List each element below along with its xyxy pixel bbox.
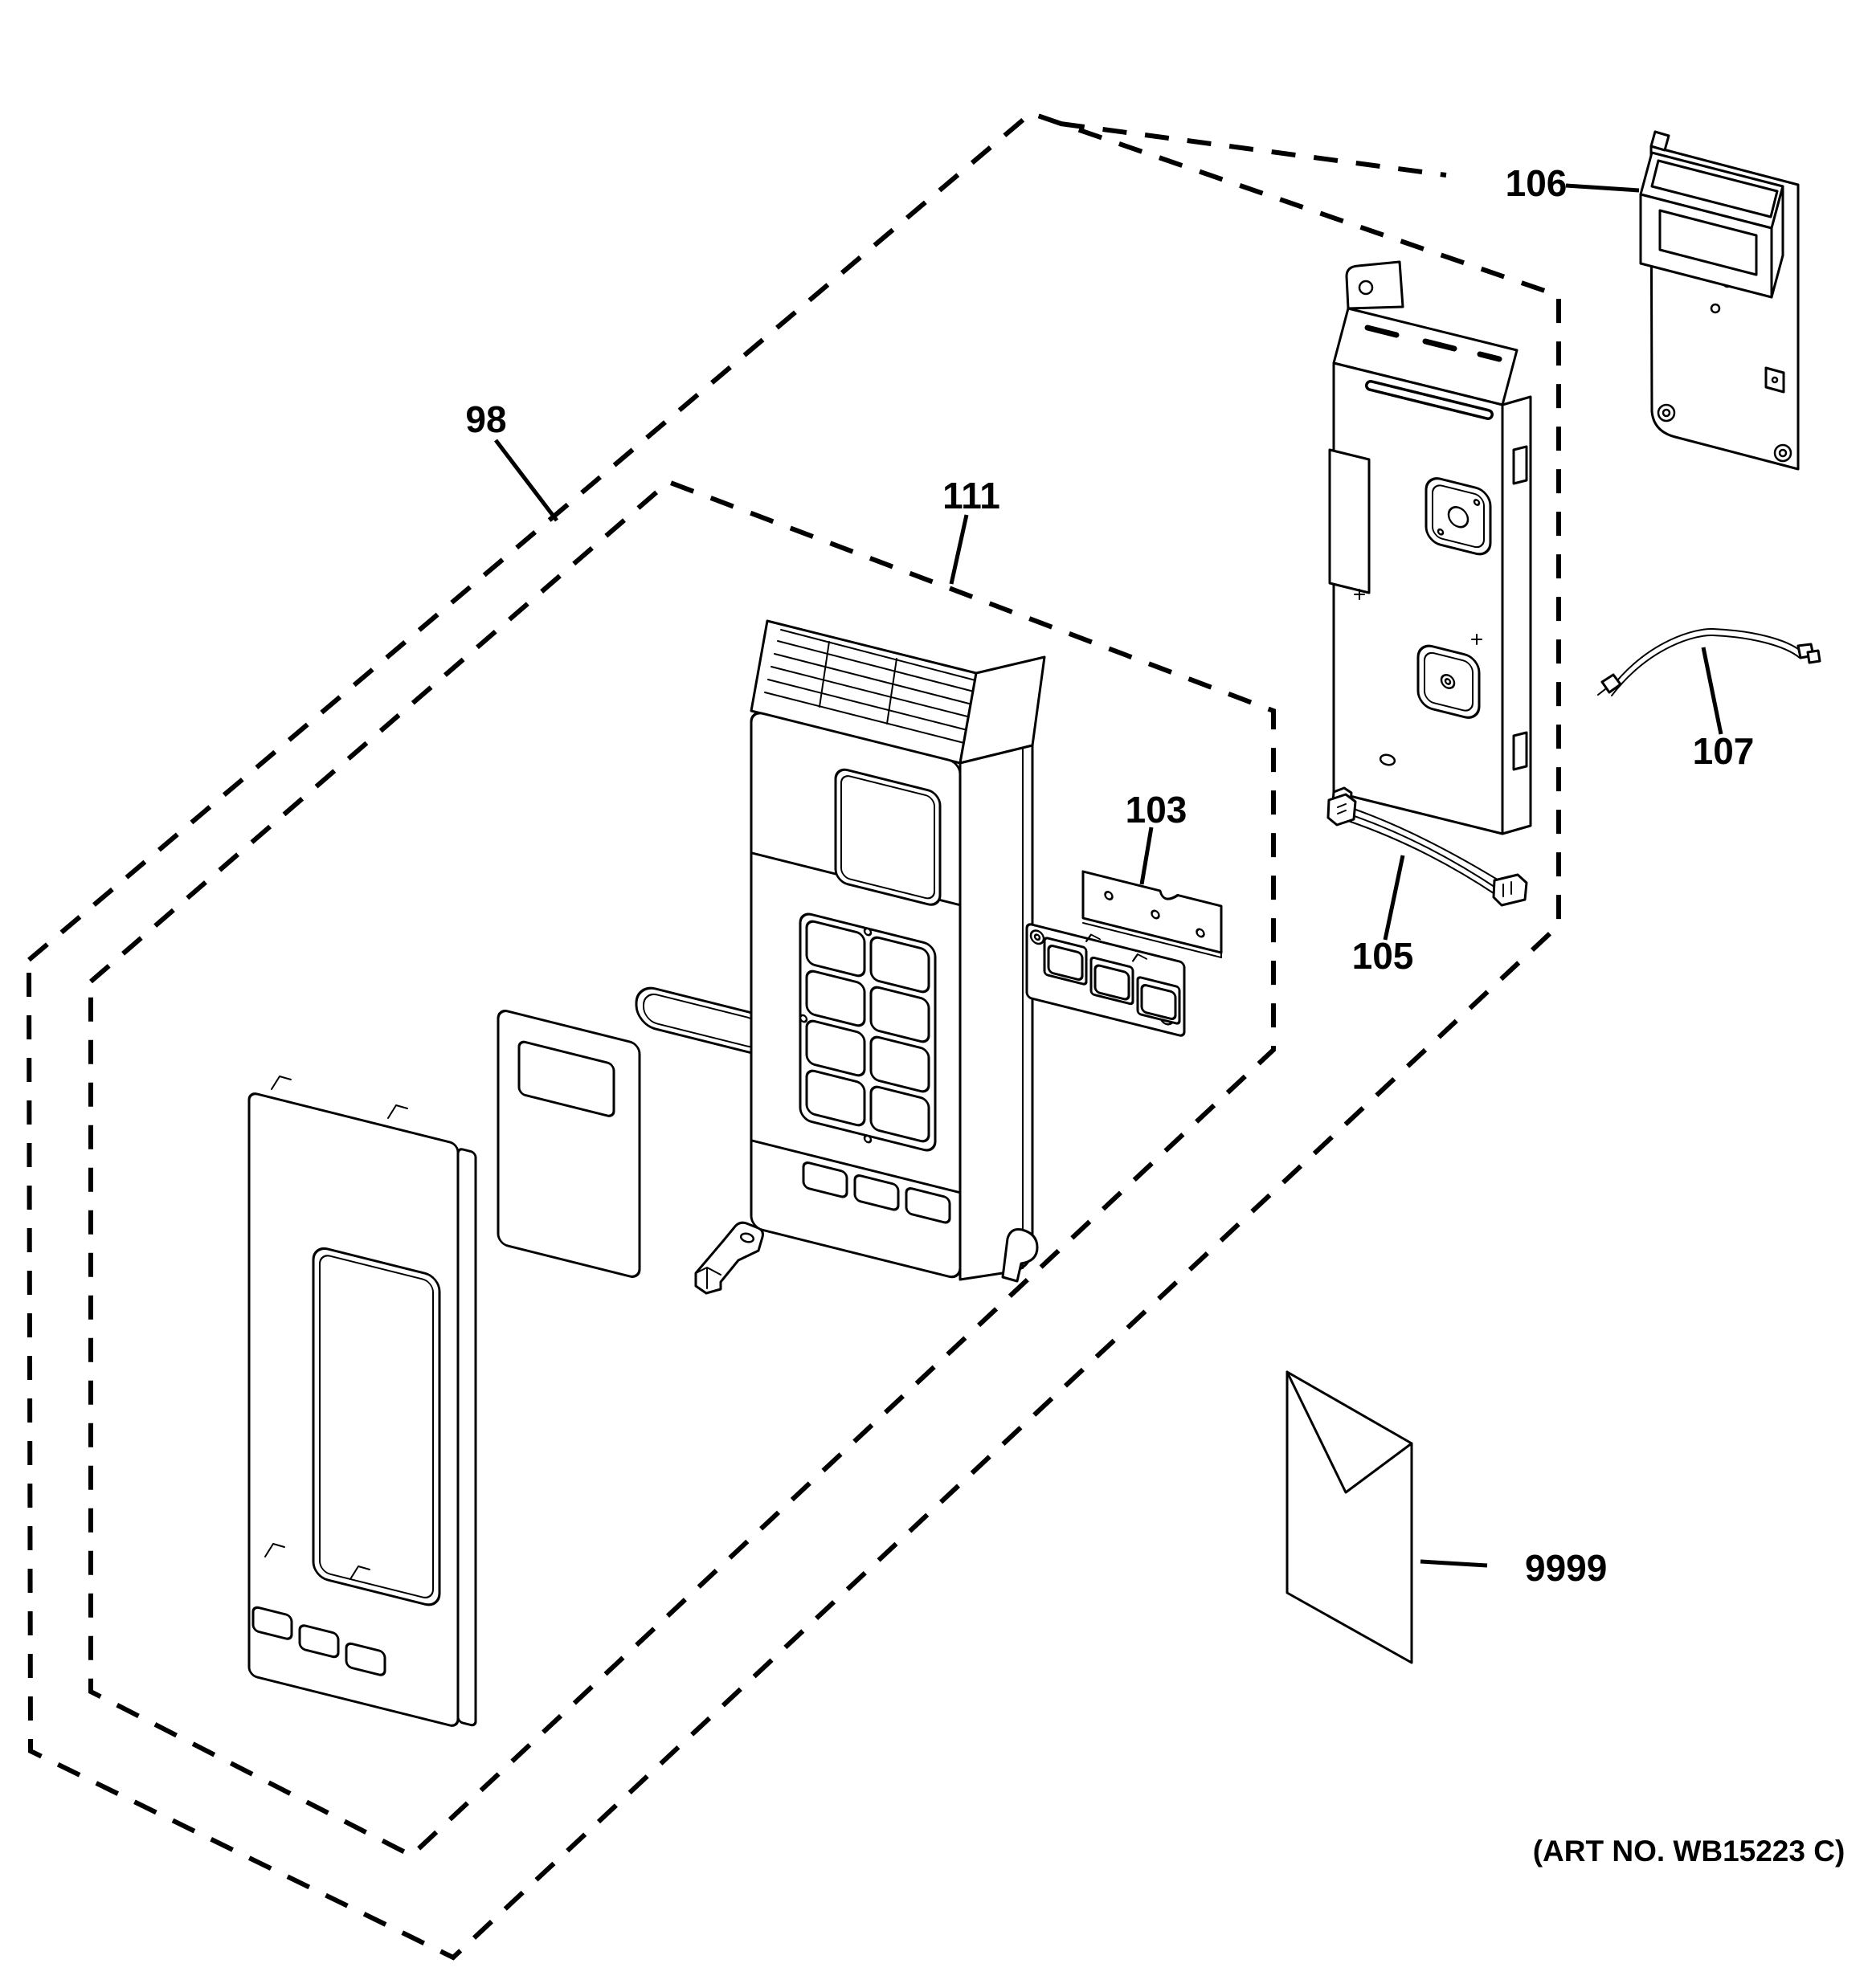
display-opening [834, 768, 942, 906]
callout-103-label: 103 [1126, 789, 1187, 831]
button-slots [802, 1161, 951, 1224]
callout-111-label: 111 [942, 475, 1000, 516]
leader-9999 [1420, 1559, 1488, 1568]
membrane-switch-overlay [497, 1010, 641, 1278]
cross-hole-icon [1354, 589, 1365, 600]
clip-tab-icon [387, 1104, 408, 1119]
callout-98-label: 98 [465, 398, 506, 440]
clip-tab-icon [349, 1565, 370, 1580]
callout-106-label: 106 [1506, 162, 1568, 204]
keypad-grid [799, 912, 937, 1152]
leader-103 [1139, 827, 1154, 885]
escutcheon-frame-panel [247, 1076, 477, 1727]
assembly-boundary-outer-98 [26, 110, 1561, 1961]
switch-buttons [1043, 937, 1181, 1025]
leader-111 [949, 514, 969, 585]
control-panel-body [750, 619, 1046, 1283]
leader-107 [1701, 647, 1723, 735]
leader-105 [1383, 855, 1405, 941]
assembly-boundary-inner-111 [88, 479, 1276, 1859]
leader-106 [1565, 183, 1640, 193]
callout-labels: 98 111 103 105 106 107 9999 [465, 162, 1754, 1589]
leader-98 [494, 439, 558, 522]
callout-9999-label: 9999 [1525, 1547, 1607, 1589]
control-board-display [1639, 130, 1800, 471]
callout-107-label: 107 [1693, 730, 1755, 772]
cross-hole-icon [1471, 634, 1482, 645]
art-number: (ART NO. WB15223 C) [1533, 1835, 1846, 1868]
callout-leaders [494, 183, 1723, 1568]
clip-tab-icon [264, 1543, 285, 1557]
switch-button-board [1025, 923, 1186, 1037]
insulator-plate [1081, 870, 1223, 959]
jumper-wire [1597, 627, 1821, 696]
bracket-bosses [1416, 477, 1492, 719]
display-window [1658, 209, 1758, 276]
latch-hook-icon [1001, 1228, 1039, 1283]
literature-envelope [1286, 1370, 1413, 1664]
panel-side-wall [959, 744, 1034, 1281]
clip-tab-icon [271, 1076, 292, 1090]
mounting-bracket [1328, 260, 1532, 835]
callout-105-label: 105 [1352, 935, 1414, 977]
latch-lever [694, 1221, 764, 1295]
wire-harness [1326, 786, 1528, 907]
display-window-gasket [635, 986, 770, 1055]
vent-louvers-icon [764, 629, 979, 745]
